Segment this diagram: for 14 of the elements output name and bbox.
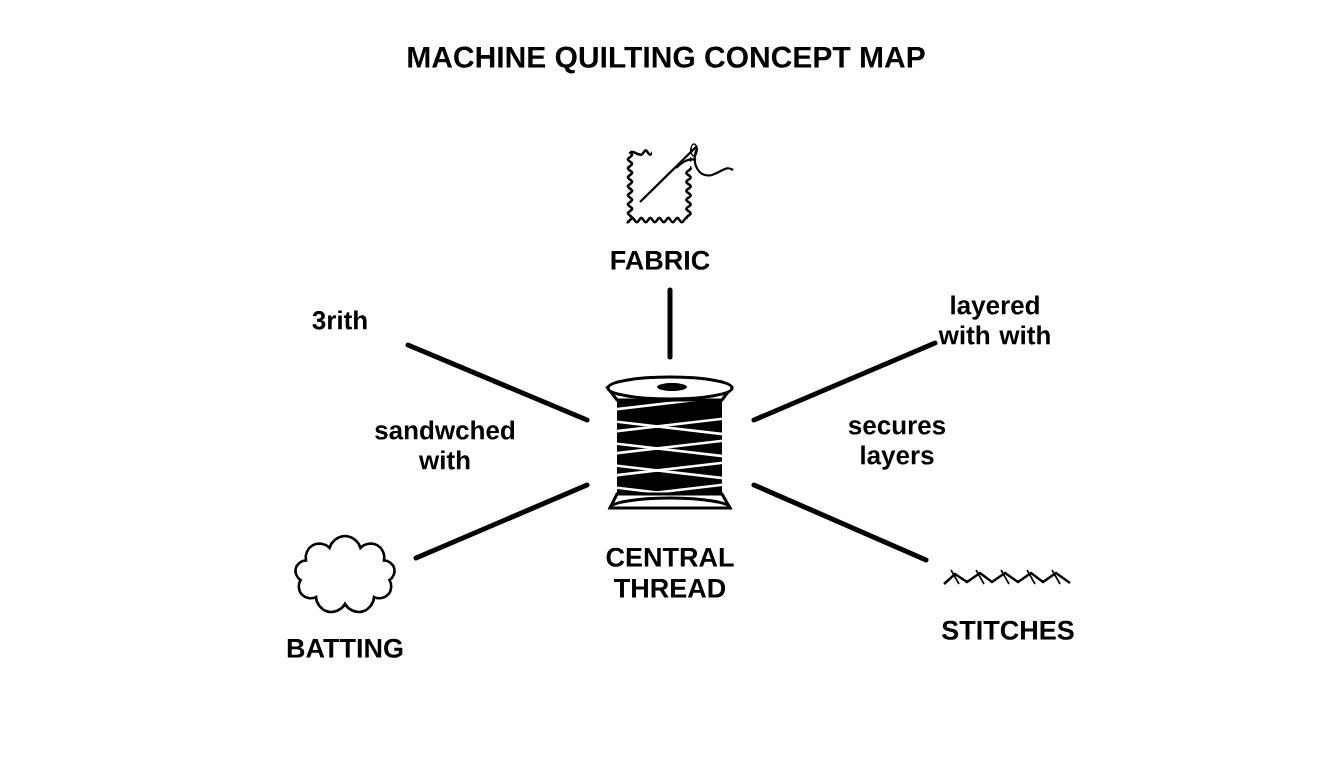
connector-line: [667, 287, 673, 360]
edge-label: sandwched with: [375, 420, 515, 470]
node-label: STITCHES: [942, 620, 1074, 640]
node-label: BATTING: [287, 638, 403, 658]
node-label: FABRIC: [611, 250, 710, 270]
node-label: CENTRAL THREAD: [606, 547, 734, 598]
edge-label: 3rith: [312, 310, 367, 330]
connector-line: [751, 482, 929, 563]
connector-line: [405, 342, 590, 423]
connector-line: [751, 340, 938, 423]
edge-label: layered with with: [938, 295, 1050, 345]
title: MACHINE QUILTING CONCEPT MAP: [408, 46, 925, 74]
edge-label: secures layers: [848, 420, 946, 470]
connector-line: [413, 482, 590, 561]
